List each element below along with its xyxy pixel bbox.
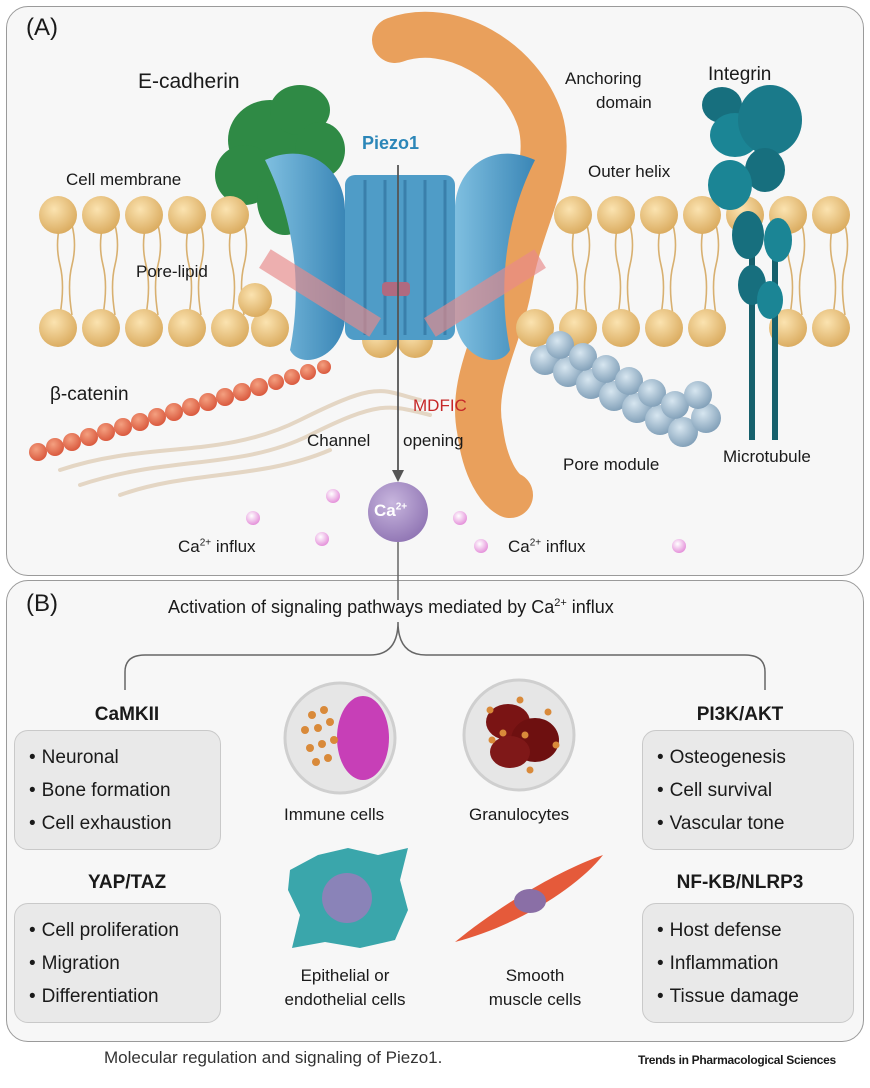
yap-taz-box: Cell proliferation Migration Differentia…: [14, 903, 221, 1023]
smooth-muscle-label-line1: Smooth: [505, 966, 565, 985]
beta-catenin-chain: [29, 360, 331, 461]
journal-label: Trends in Pharmacological Sciences: [638, 1053, 836, 1067]
pi3k-akt-box: Osteogenesis Cell survival Vascular tone: [642, 730, 854, 850]
nfkb-nlrp3-item: Tissue damage: [657, 980, 853, 1013]
yap-taz-item: Differentiation: [29, 980, 220, 1013]
nfkb-nlrp3-item: Inflammation: [657, 947, 853, 980]
epithelial-label-line1: Epithelial or: [300, 966, 390, 985]
channel-label: Channel: [307, 431, 371, 450]
camkii-item: Neuronal: [29, 741, 220, 774]
cell-membrane-label: Cell membrane: [66, 170, 182, 189]
pi3k-akt-item: Osteogenesis: [657, 741, 853, 774]
panel-a-label: (A): [26, 14, 58, 41]
pore-module-shape: [530, 331, 721, 447]
nfkb-nlrp3-title: NF-KB/NLRP3: [676, 872, 804, 893]
integrin-shape: [702, 85, 802, 440]
granulocyte-illustration: [462, 678, 576, 792]
nfkb-nlrp3-item: Host defense: [657, 914, 853, 947]
smooth-muscle-cell-illustration: [455, 855, 603, 942]
influx-ions: [246, 489, 686, 553]
panel-b-title: Activation of signaling pathways mediate…: [168, 597, 614, 617]
immune-cell-illustration: [283, 681, 397, 795]
membrane-lipid-tails: [56, 224, 849, 316]
camkii-title: CaMKII: [94, 704, 160, 725]
nfkb-nlrp3-box: Host defense Inflammation Tissue damage: [642, 903, 854, 1023]
lipid-heads-top: [39, 196, 850, 234]
yap-taz-item: Cell proliferation: [29, 914, 220, 947]
yap-taz-title: YAP/TAZ: [87, 872, 167, 893]
microtubule-label: Microtubule: [723, 447, 811, 466]
camkii-item: Bone formation: [29, 774, 220, 807]
ca-influx-right-label: Ca2+ influx: [508, 537, 586, 556]
immune-cells-label: Immune cells: [284, 805, 385, 824]
beta-catenin-label: β-catenin: [50, 384, 129, 405]
fiber-strands: [58, 389, 432, 497]
channel-arrowhead: [392, 470, 404, 482]
mdfic-label: MDFIC: [413, 396, 467, 415]
piezo1-channel: [265, 153, 535, 360]
pore-module-label: Pore module: [563, 455, 660, 474]
panel-b-label: (B): [26, 590, 58, 617]
granulocytes-label: Granulocytes: [469, 805, 570, 824]
smooth-muscle-label-line2: muscle cells: [488, 990, 582, 1009]
yap-taz-item: Migration: [29, 947, 220, 980]
anchoring-domain-label-line1: Anchoring: [565, 69, 642, 88]
epithelial-cell-illustration: [288, 848, 408, 948]
figure-caption: Molecular regulation and signaling of Pi…: [104, 1048, 443, 1067]
integrin-label: Integrin: [708, 64, 772, 85]
ca-ion-label: Ca2+: [374, 501, 408, 520]
anchoring-domain-shape: [372, 11, 567, 518]
pore-lipid-label: Pore-lipid: [136, 262, 208, 281]
bracket-line: [124, 621, 766, 690]
epithelial-label-line2: endothelial cells: [284, 990, 406, 1009]
mdfic-bands: [259, 249, 546, 337]
lipid-heads-bottom: [39, 283, 850, 358]
camkii-box: Neuronal Bone formation Cell exhaustion: [14, 730, 221, 850]
ca-ion: [368, 482, 428, 542]
outer-helix-label: Outer helix: [588, 162, 671, 181]
pi3k-akt-title: PI3K/AKT: [696, 704, 784, 725]
anchoring-domain-label-line2: domain: [596, 93, 652, 112]
opening-label: opening: [403, 431, 464, 450]
e-cadherin-label: E-cadherin: [138, 70, 240, 93]
ca-influx-left-label: Ca2+ influx: [178, 537, 256, 556]
pi3k-akt-item: Cell survival: [657, 774, 853, 807]
piezo1-label: Piezo1: [362, 133, 420, 153]
camkii-item: Cell exhaustion: [29, 807, 220, 840]
pi3k-akt-item: Vascular tone: [657, 807, 853, 840]
